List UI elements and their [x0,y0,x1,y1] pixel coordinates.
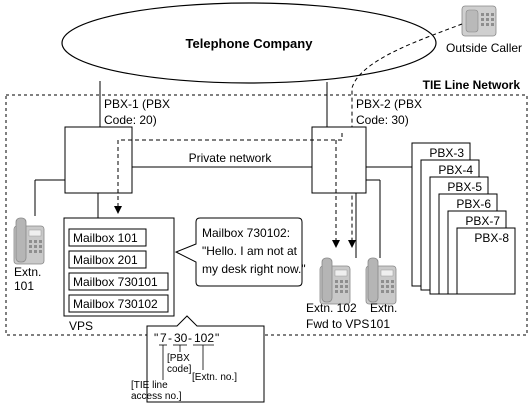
extn-102-phone-icon [319,257,351,305]
pbx-stack-label-5: PBX-5 [447,180,482,194]
extn-left-label-1: Extn. [14,265,41,279]
mailbox-label-730101: Mailbox 730101 [73,275,158,289]
forward-to-vps-path [114,133,343,214]
greeting-line-1: Mailbox 730102: [202,226,290,240]
pbx-stack-label-8: PBX-8 [474,231,509,245]
greeting-line-3: my desk right now." [202,262,306,276]
tie-label-1: [TIE line [131,380,168,391]
tie-label-2: access no.] [131,391,182,402]
mailbox-730101 [68,272,169,291]
extn-101-right-label-1: Extn. [370,301,397,315]
pbx2-label-line2: Code: 30) [356,113,409,127]
extn-101-right-phone-icon [365,257,397,305]
dial-code: " 7 - 30 - 102 " [154,331,219,345]
extn-left-label-2: 101 [14,279,34,293]
mailbox-101 [68,228,147,247]
svg-text:-: - [168,331,172,345]
dial-code-extn: 102 [194,331,214,345]
pbx2-box [311,126,367,194]
mailbox-201 [68,250,147,269]
pbx-stack-label-3: PBX-3 [429,146,464,160]
pbx-stack-label-4: PBX-4 [438,163,473,177]
mailbox-label-201: Mailbox 201 [73,253,138,267]
svg-text:": " [154,331,158,345]
svg-text:-: - [188,331,192,345]
mailbox-730102 [68,294,169,313]
pbx1-box [64,126,133,194]
pbx-stack: PBX-3 PBX-4 PBX-5 PBX-6 PBX-7 PBX-8 [411,142,516,295]
svg-text:": " [215,331,219,345]
telephone-company-cloud [61,2,437,84]
extn-102-label-1: Extn. 102 [306,301,357,315]
mailbox-label-101: Mailbox 101 [73,231,138,245]
greeting-bubble [174,217,303,287]
greeting-line-2: "Hello. I am not at [202,244,298,258]
pbx-stack-label-7: PBX-7 [465,214,500,228]
pbx-stack-box-8 [456,227,516,295]
dial-code-pbx: 30 [174,331,188,345]
mailbox-label-730102: Mailbox 730102 [73,297,158,311]
vps-label: VPS [69,319,93,333]
pbx1-label-line2: Code: 20) [104,113,157,127]
private-network-label: Private network [189,151,273,165]
tie-network-boundary [5,94,528,336]
pbx-code-label-1: [PBX [167,353,190,364]
extn-no-label: [Extn. no.] [192,372,237,383]
pbx1-label-line1: PBX-1 (PBX [104,97,170,111]
extn-101-left-phone-icon [13,217,45,265]
pbx-stack-label-6: PBX-6 [456,197,491,211]
pbx2-label-line1: PBX-2 (PBX [356,97,422,111]
incoming-call-path [348,23,463,248]
pbx-code-label-2: code] [167,364,192,375]
outside-caller-phone-icon [461,5,497,37]
telephone-company-label: Telephone Company [186,36,314,51]
tie-network-label: TIE Line Network [423,78,521,92]
dial-code-callout [146,315,265,403]
outside-caller-label: Outside Caller [446,41,522,55]
extn-102-label-2: Fwd to VPS [306,317,369,331]
dial-code-tie: 7 [160,331,167,345]
extn-101-right-label-2: 101 [370,317,390,331]
